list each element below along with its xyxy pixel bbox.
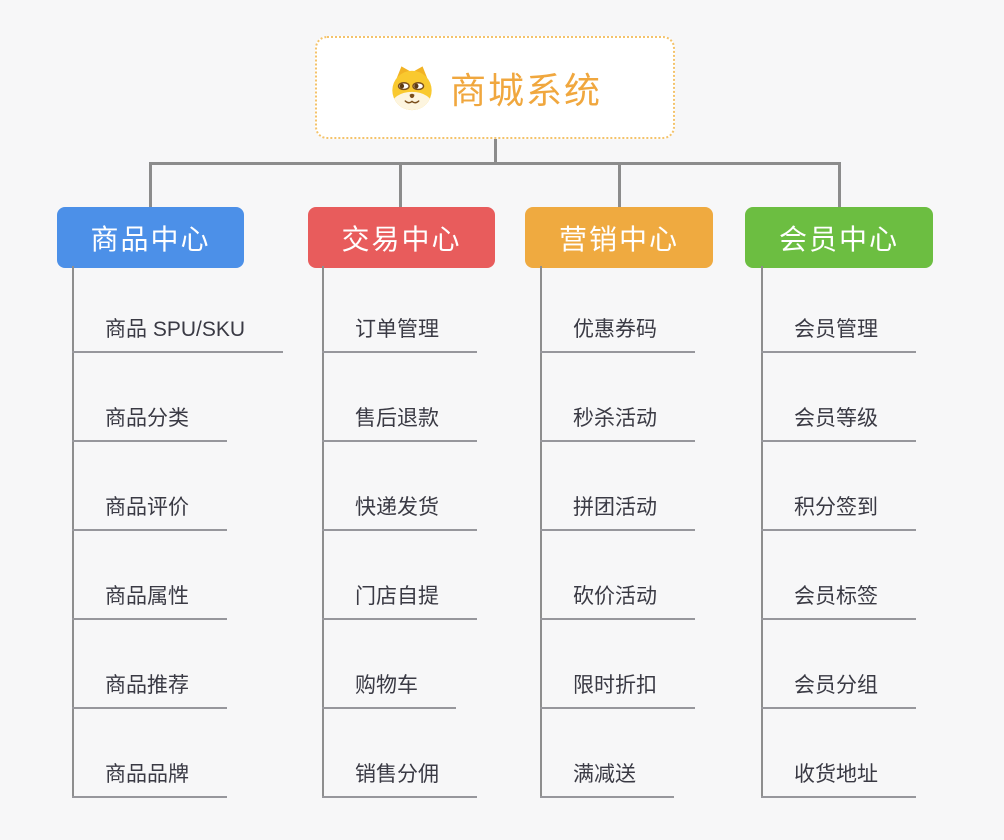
topic-item[interactable]: 秒杀活动 bbox=[540, 406, 695, 442]
topic-label: 满减送 bbox=[573, 763, 636, 786]
spine-marketing bbox=[540, 266, 542, 798]
topic-item[interactable]: 购物车 bbox=[322, 673, 456, 709]
spine-member bbox=[761, 266, 763, 798]
topic-label: 购物车 bbox=[355, 674, 418, 697]
topic-item[interactable]: 拼团活动 bbox=[540, 495, 695, 531]
topic-label: 门店自提 bbox=[355, 585, 439, 608]
topic-label: 商品 SPU/SKU bbox=[105, 318, 246, 341]
topic-item[interactable]: 积分签到 bbox=[761, 495, 916, 531]
connector-drop-product bbox=[149, 162, 152, 207]
connector-drop-trade bbox=[399, 162, 402, 207]
topic-item[interactable]: 销售分佣 bbox=[322, 762, 477, 798]
topic-label: 秒杀活动 bbox=[573, 407, 657, 430]
topic-item[interactable]: 砍价活动 bbox=[540, 584, 695, 620]
topic-label: 售后退款 bbox=[355, 407, 439, 430]
topic-item[interactable]: 会员分组 bbox=[761, 673, 916, 709]
topic-item[interactable]: 会员标签 bbox=[761, 584, 916, 620]
topic-label: 砍价活动 bbox=[573, 585, 657, 608]
topic-item[interactable]: 商品分类 bbox=[72, 406, 227, 442]
topic-item[interactable]: 满减送 bbox=[540, 762, 674, 798]
topic-item[interactable]: 商品推荐 bbox=[72, 673, 227, 709]
topic-label: 商品推荐 bbox=[105, 674, 189, 697]
topic-item[interactable]: 快递发货 bbox=[322, 495, 477, 531]
topic-label: 订单管理 bbox=[355, 318, 439, 341]
root-topic[interactable]: 商城系统 bbox=[315, 36, 675, 139]
branch-label: 会员中心 bbox=[778, 223, 899, 255]
topic-item[interactable]: 限时折扣 bbox=[540, 673, 695, 709]
topic-label: 优惠券码 bbox=[573, 318, 657, 341]
topic-label: 拼团活动 bbox=[573, 496, 657, 519]
topic-label: 限时折扣 bbox=[573, 674, 657, 697]
topic-label: 会员等级 bbox=[794, 407, 878, 430]
topic-label: 会员管理 bbox=[794, 318, 878, 341]
topic-label: 会员分组 bbox=[794, 674, 878, 697]
topic-label: 会员标签 bbox=[794, 585, 878, 608]
topic-label: 商品品牌 bbox=[105, 763, 189, 786]
branch-marketing-center[interactable]: 营销中心 bbox=[525, 207, 713, 268]
branch-trade-center[interactable]: 交易中心 bbox=[308, 207, 495, 268]
topic-label: 商品评价 bbox=[105, 496, 189, 519]
spine-product bbox=[72, 266, 74, 798]
connector-drop-member bbox=[838, 162, 841, 207]
topic-label: 积分签到 bbox=[794, 496, 878, 519]
root-topic-title: 商城系统 bbox=[449, 69, 602, 111]
branch-member-center[interactable]: 会员中心 bbox=[745, 207, 933, 268]
branch-product-center[interactable]: 商品中心 bbox=[57, 207, 244, 268]
connector-root-drop bbox=[494, 139, 497, 163]
branch-label: 交易中心 bbox=[341, 223, 462, 255]
topic-item[interactable]: 订单管理 bbox=[322, 317, 477, 353]
dog-face-icon bbox=[388, 64, 436, 112]
topic-label: 快递发货 bbox=[355, 496, 439, 519]
connector-drop-marketing bbox=[618, 162, 621, 207]
topic-label: 收货地址 bbox=[794, 763, 878, 786]
branch-label: 营销中心 bbox=[558, 223, 679, 255]
topic-item[interactable]: 售后退款 bbox=[322, 406, 477, 442]
topic-item[interactable]: 门店自提 bbox=[322, 584, 477, 620]
topic-item[interactable]: 商品 SPU/SKU bbox=[72, 317, 284, 353]
topic-item[interactable]: 商品评价 bbox=[72, 495, 227, 531]
topic-item[interactable]: 商品属性 bbox=[72, 584, 227, 620]
topic-item[interactable]: 会员等级 bbox=[761, 406, 916, 442]
connector-horizontal-bar bbox=[149, 162, 840, 165]
spine-trade bbox=[322, 266, 324, 798]
topic-item[interactable]: 会员管理 bbox=[761, 317, 916, 353]
topic-item[interactable]: 优惠券码 bbox=[540, 317, 695, 353]
topic-label: 销售分佣 bbox=[355, 763, 439, 786]
topic-item[interactable]: 收货地址 bbox=[761, 762, 916, 798]
topic-item[interactable]: 商品品牌 bbox=[72, 762, 227, 798]
topic-label: 商品分类 bbox=[105, 407, 189, 430]
topic-label: 商品属性 bbox=[105, 585, 189, 608]
branch-label: 商品中心 bbox=[90, 223, 211, 255]
